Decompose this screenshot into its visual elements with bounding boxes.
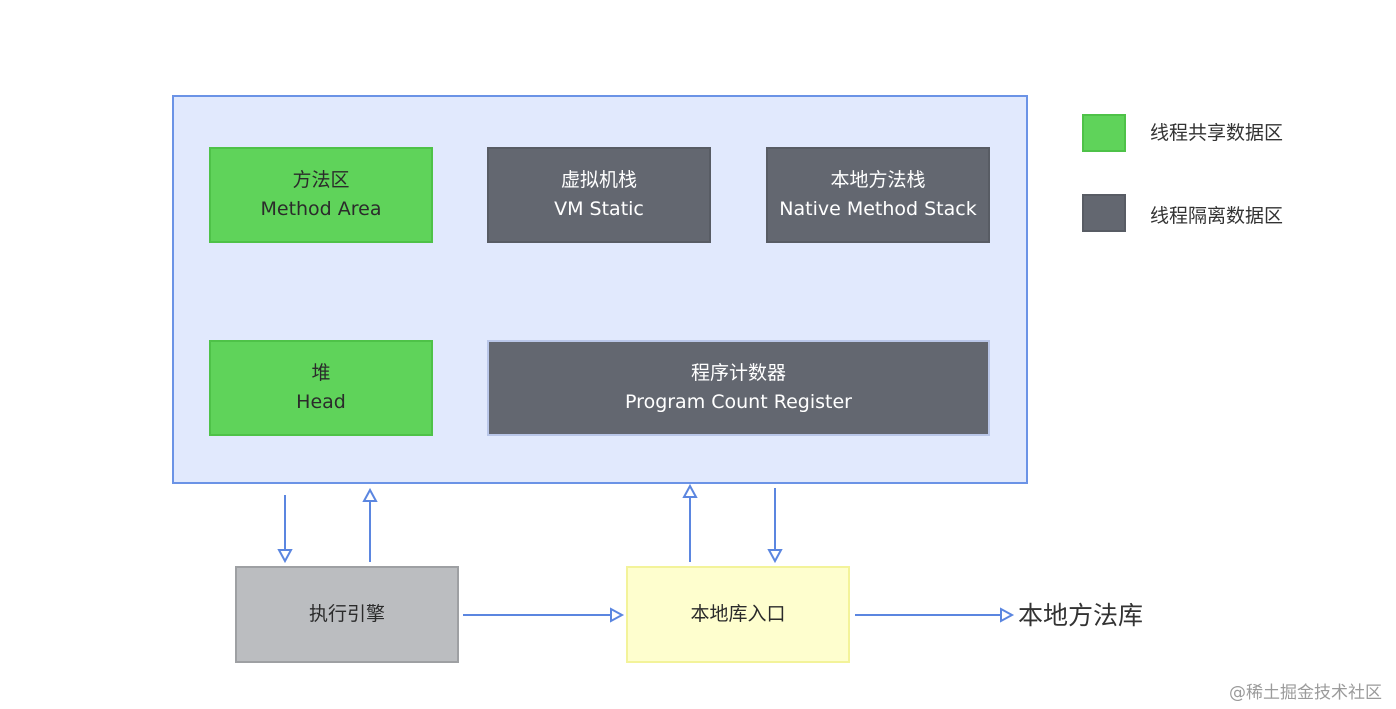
arrow-engine-to-runtime-head bbox=[362, 487, 378, 502]
vm-stack-zh: 虚拟机栈 bbox=[560, 169, 637, 191]
native-method-stack-zh: 本地方法栈 bbox=[830, 169, 926, 191]
program-counter-box: 程序计数器 Program Count Register bbox=[487, 340, 990, 436]
native-interface-box: 本地库入口 bbox=[626, 566, 850, 663]
execution-engine-label: 执行引擎 bbox=[308, 603, 385, 625]
native-interface-label: 本地库入口 bbox=[690, 603, 786, 625]
method-area-box: 方法区 Method Area bbox=[209, 147, 433, 243]
arrow-native-to-library-head bbox=[1000, 607, 1015, 623]
program-counter-zh: 程序计数器 bbox=[690, 362, 786, 384]
native-method-stack-en: Native Method Stack bbox=[779, 198, 977, 220]
heap-en: Head bbox=[296, 391, 346, 413]
execution-engine-box: 执行引擎 bbox=[235, 566, 459, 663]
vm-stack-box: 虚拟机栈 VM Static bbox=[487, 147, 711, 243]
arrow-runtime-to-engine-head bbox=[277, 549, 293, 564]
arrow-runtime-to-native-head bbox=[767, 549, 783, 564]
vm-stack-en: VM Static bbox=[554, 198, 644, 220]
arrow-engine-to-native-head bbox=[610, 607, 625, 623]
native-library-label: 本地方法库 bbox=[1018, 601, 1144, 630]
legend-shared-label: 线程共享数据区 bbox=[1150, 122, 1284, 144]
method-area-zh: 方法区 bbox=[292, 169, 350, 191]
legend-isolated-label: 线程隔离数据区 bbox=[1150, 205, 1284, 227]
arrow-native-to-runtime-head bbox=[682, 483, 698, 498]
watermark: @稀土掘金技术社区 bbox=[1229, 683, 1382, 703]
method-area-en: Method Area bbox=[260, 198, 382, 220]
legend-shared-swatch bbox=[1082, 114, 1126, 152]
program-counter-en: Program Count Register bbox=[625, 391, 852, 413]
legend-isolated-swatch bbox=[1082, 194, 1126, 232]
heap-box: 堆 Head bbox=[209, 340, 433, 436]
heap-zh: 堆 bbox=[311, 362, 331, 384]
native-method-stack-box: 本地方法栈 Native Method Stack bbox=[766, 147, 990, 243]
